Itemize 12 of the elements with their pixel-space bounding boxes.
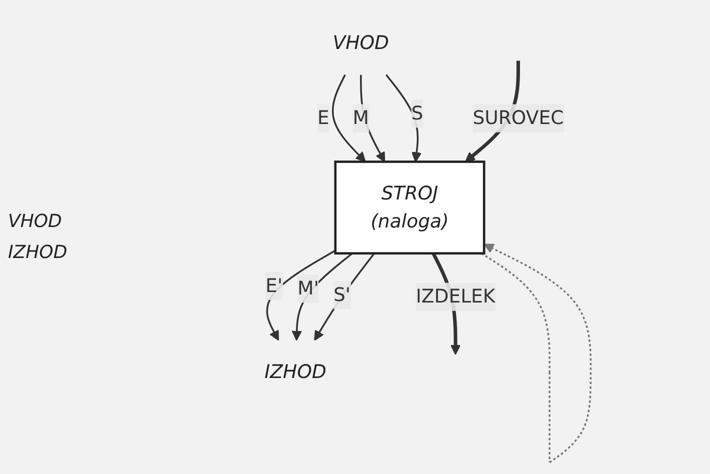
text-label: IZHOD — [8, 242, 68, 263]
node-text: IZHOD — [264, 360, 326, 383]
edge-label: SUROVEC — [472, 106, 564, 129]
node-text: VHOD — [332, 31, 390, 54]
edge-label: IZDELEK — [416, 285, 496, 308]
edge-label: S' — [333, 283, 351, 306]
edge-label: M' — [298, 276, 319, 300]
edge-label: E — [317, 106, 330, 129]
edge-label: M — [352, 106, 370, 129]
text-label: VHOD — [8, 211, 63, 232]
edge-label: S — [411, 102, 424, 124]
edge-label: E' — [265, 274, 283, 297]
